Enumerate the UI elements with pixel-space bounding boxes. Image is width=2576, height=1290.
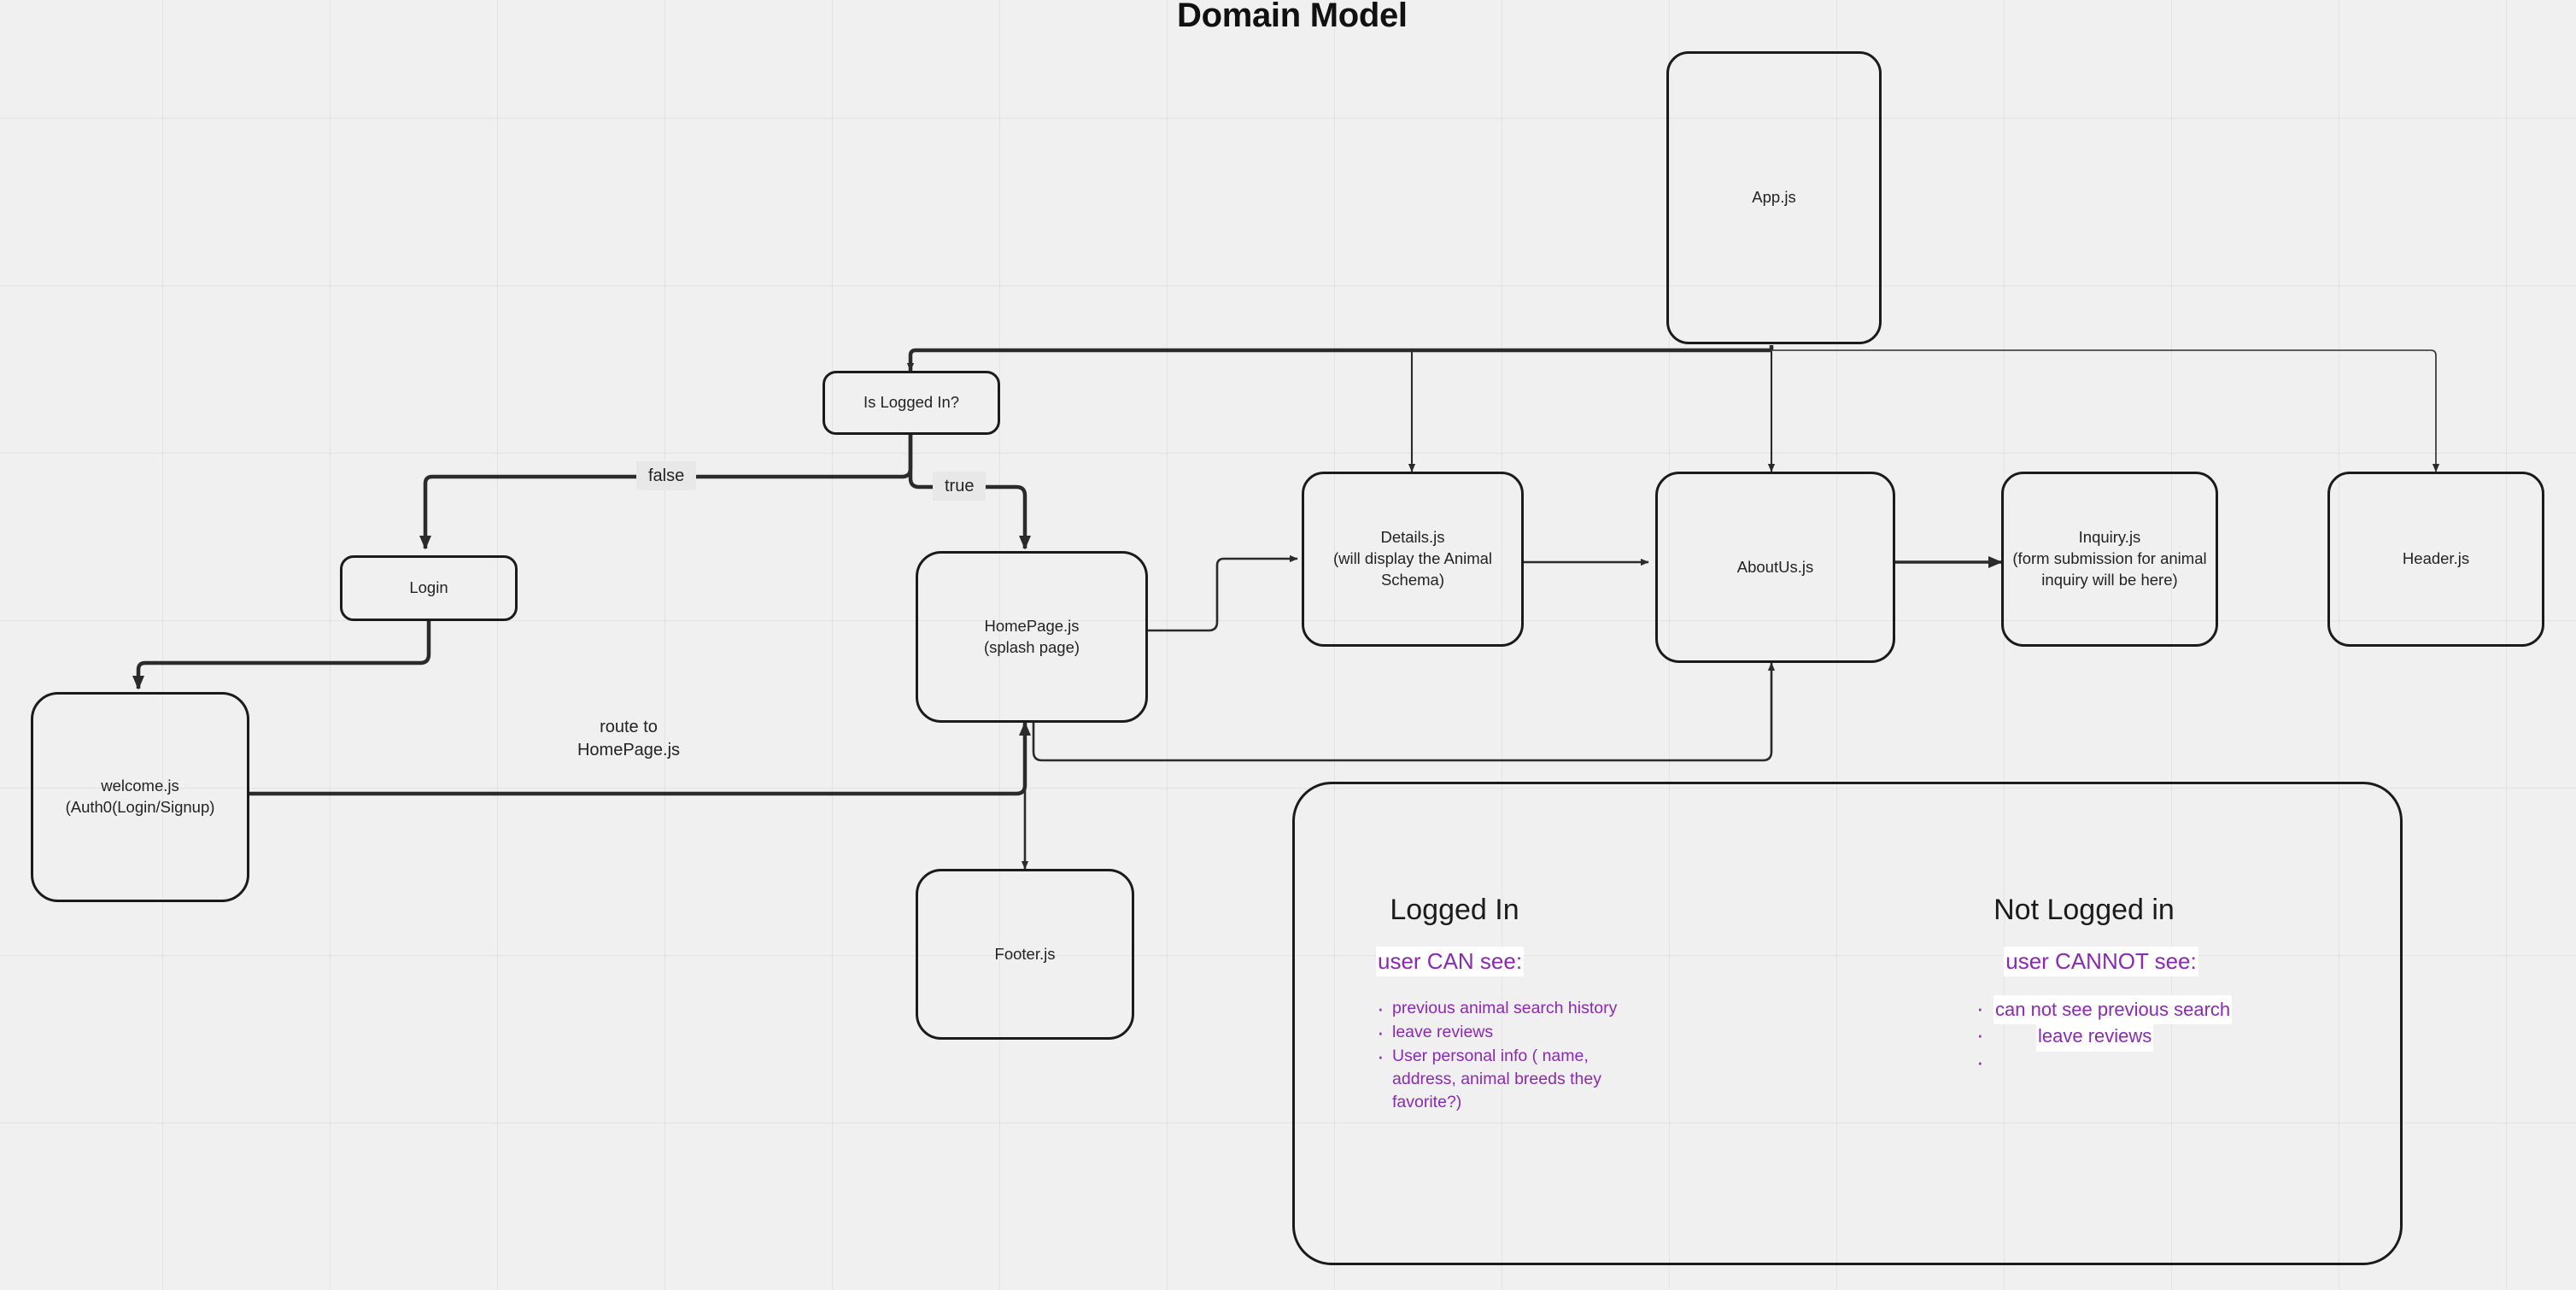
node-app-js[interactable]: App.js: [1666, 51, 1882, 344]
edge-label-route-to-homepage: route to HomePage.js: [577, 718, 681, 759]
node-is-logged-in[interactable]: Is Logged In?: [823, 371, 1000, 435]
node-label: Details.js (will display the Animal Sche…: [1332, 528, 1493, 589]
legend-list: previous animal search history leave rev…: [1373, 995, 1621, 1114]
node-welcome-js[interactable]: welcome.js (Auth0(Login/Signup): [31, 692, 249, 902]
list-item: User personal info ( name, address, anim…: [1373, 1043, 1621, 1114]
node-label: Inquiry.js (form submission for animal i…: [2012, 528, 2207, 589]
node-login[interactable]: Login: [340, 555, 518, 621]
node-header-js[interactable]: Header.js: [2327, 472, 2544, 647]
edge-label-true: true: [933, 472, 986, 501]
legend-subheading: user CAN see:: [1378, 947, 1523, 975]
node-aboutus-js[interactable]: AboutUs.js: [1655, 472, 1895, 663]
list-item: can not see previous search: [1973, 995, 2315, 1023]
node-label: welcome.js (Auth0(Login/Signup): [65, 777, 215, 816]
node-label: Login: [409, 578, 448, 597]
edge-label-false: false: [636, 461, 697, 490]
legend-heading: Logged In: [1390, 894, 1519, 926]
node-label: Header.js: [2402, 549, 2470, 568]
node-homepage-js[interactable]: HomePage.js (splash page): [916, 551, 1148, 723]
legend-list: can not see previous search leave review…: [1973, 995, 2315, 1076]
list-item: leave reviews: [1973, 1022, 2315, 1050]
legend-not-logged-in: Not Logged in user CANNOT see: can not s…: [1973, 893, 2332, 1076]
list-item: leave reviews: [1373, 1019, 1621, 1046]
page-title: Domain Model: [1177, 0, 1408, 34]
node-label: AboutUs.js: [1736, 557, 1814, 576]
node-inquiry-js[interactable]: Inquiry.js (form submission for animal i…: [2001, 472, 2218, 647]
legend-logged-in: Logged In user CAN see: previous animal …: [1373, 893, 1715, 1115]
node-label: HomePage.js (splash page): [983, 616, 1080, 656]
node-footer-js[interactable]: Footer.js: [916, 869, 1134, 1040]
legend-subheading: user CANNOT see:: [2005, 947, 2197, 975]
list-item: [1973, 1049, 2315, 1076]
node-label: Is Logged In?: [863, 393, 960, 412]
legend-heading: Not Logged in: [1993, 894, 2175, 926]
node-label: App.js: [1752, 188, 1796, 207]
legend-box: [1292, 782, 2403, 1265]
node-details-js[interactable]: Details.js (will display the Animal Sche…: [1302, 472, 1524, 647]
node-label: Footer.js: [994, 944, 1056, 963]
list-item: previous animal search history: [1373, 995, 1621, 1022]
